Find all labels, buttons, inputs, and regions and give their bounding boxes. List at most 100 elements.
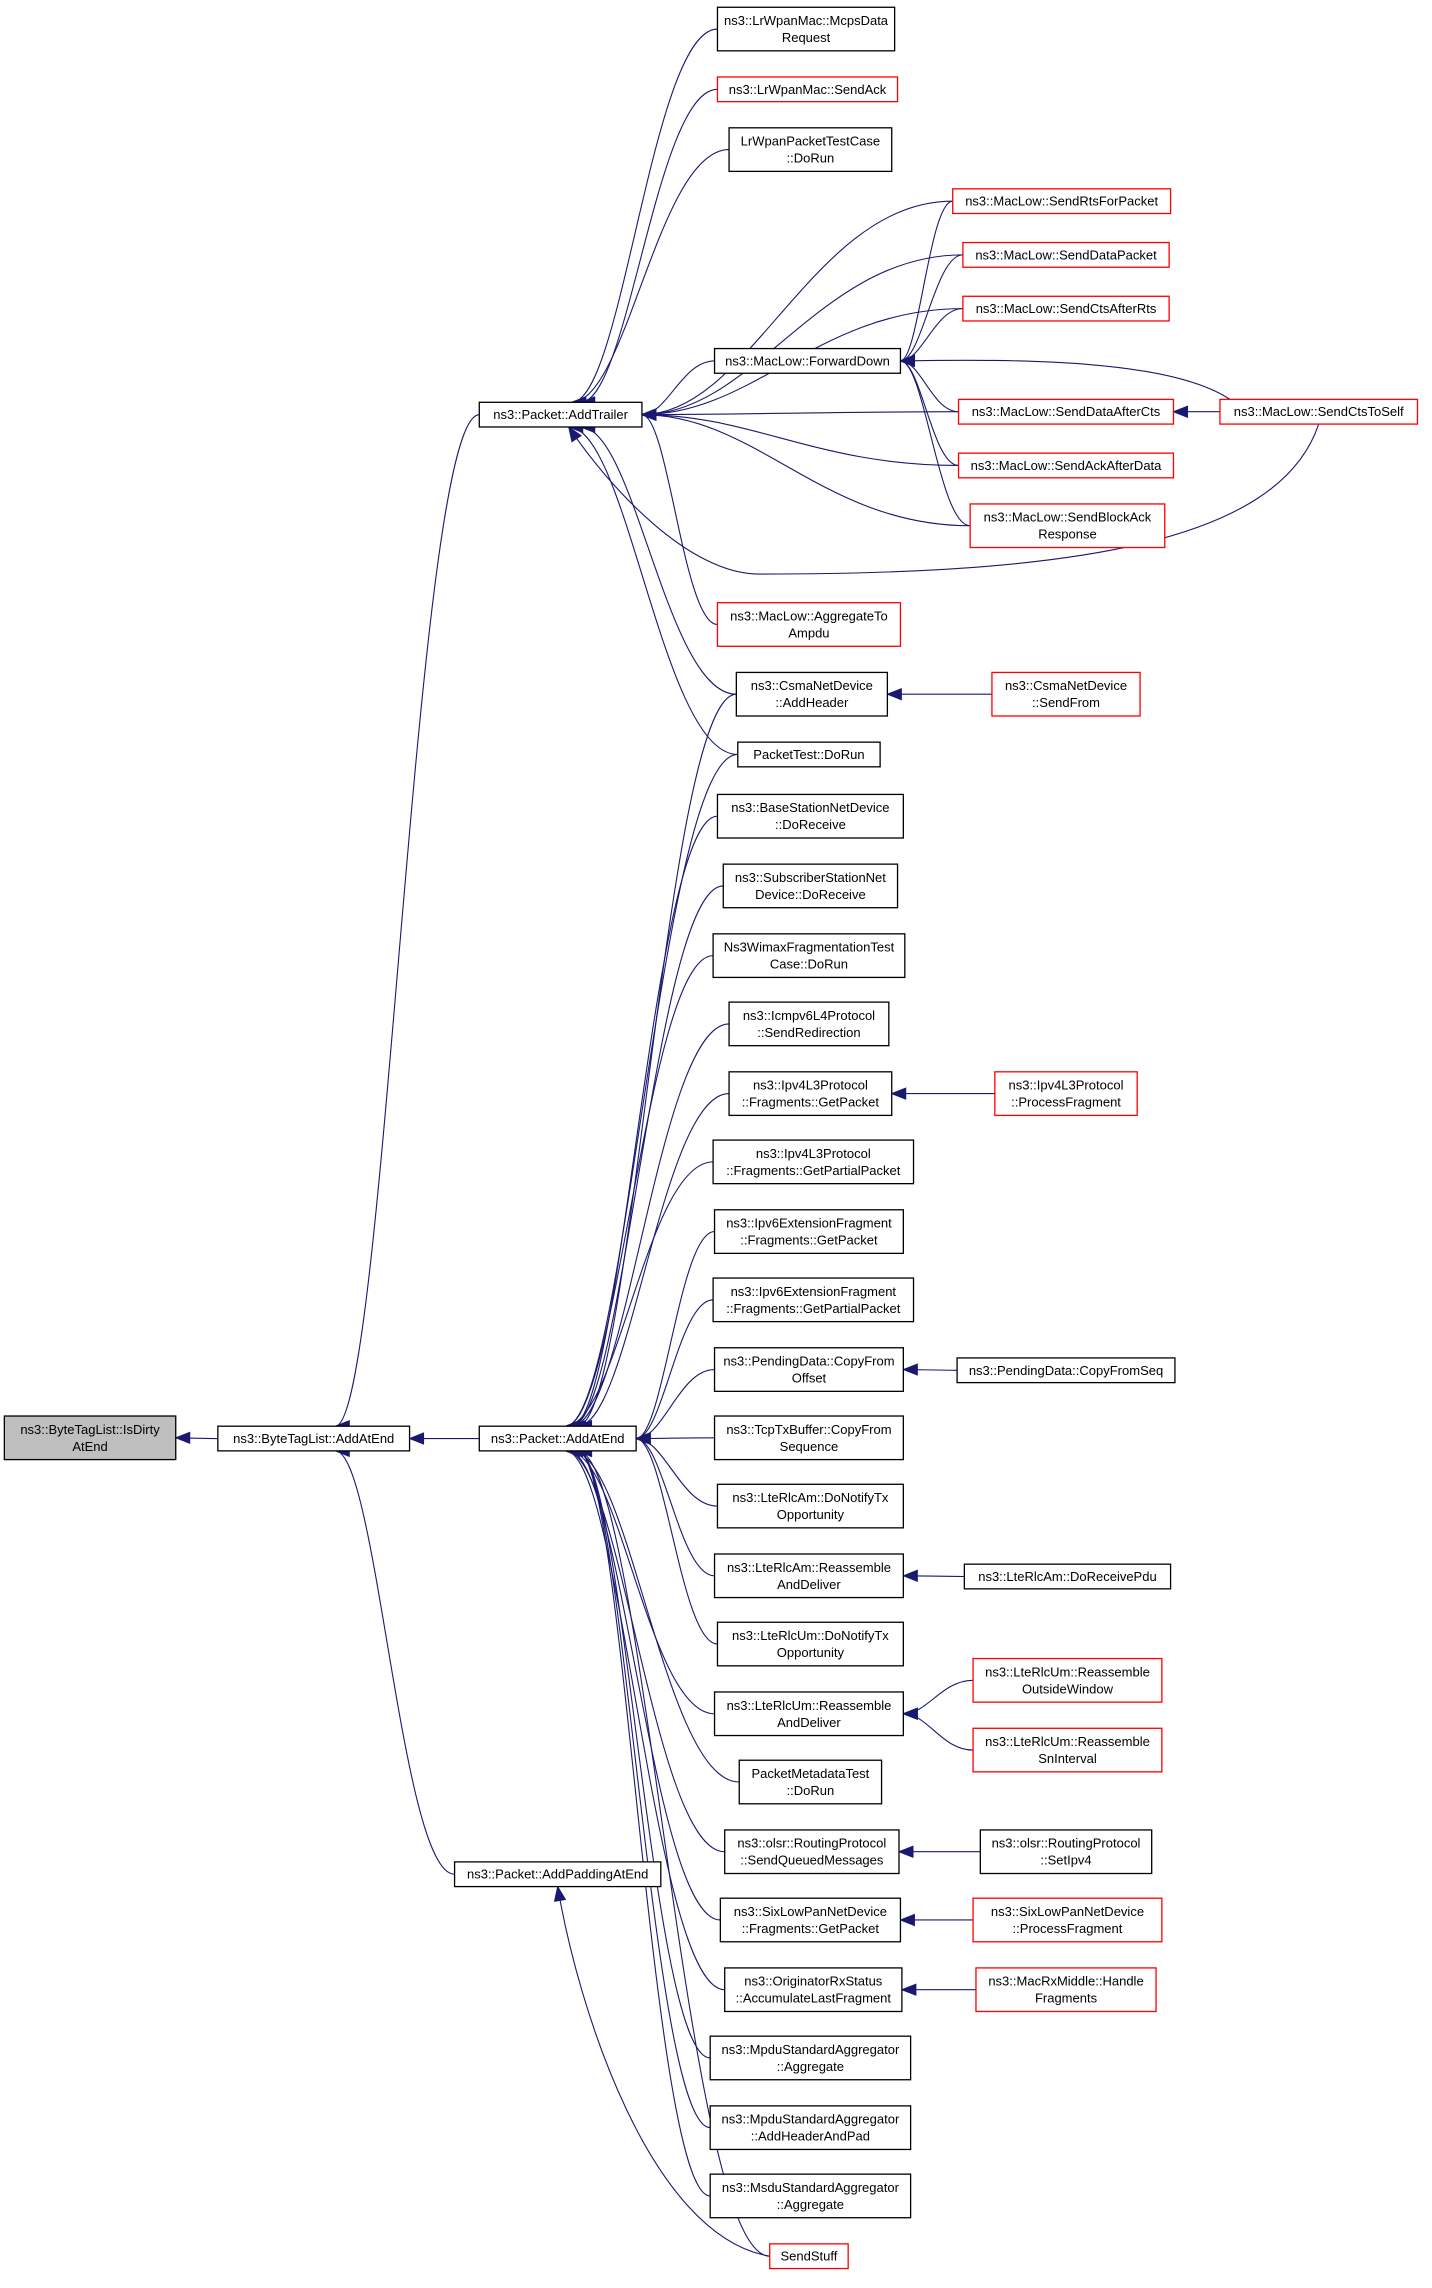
edge-line [577, 1093, 730, 1427]
node-ipv4-getpartial[interactable]: ns3::Ipv4L3Protocol::Fragments::GetParti… [712, 1139, 915, 1185]
edge-arrowhead [901, 1707, 918, 1720]
node-box [963, 1563, 1172, 1590]
node-label: ns3::SubscriberStationNet [735, 870, 886, 885]
node-mpdu-aggregate[interactable]: ns3::MpduStandardAggregator::Aggregate [709, 2035, 912, 2081]
node-mpdu-addheader[interactable]: ns3::MpduStandardAggregator::AddHeaderAn… [709, 2105, 912, 2151]
node-box [712, 1139, 915, 1185]
call-edge [564, 955, 714, 1433]
node-maclow-ctstoself[interactable]: ns3::MacLow::SendCtsToSelf [1219, 398, 1419, 425]
call-edge [634, 1299, 714, 1445]
node-maclow-ackafterdata[interactable]: ns3::MacLow::SendAckAfterData [957, 452, 1175, 479]
node-olsr-sendqueued[interactable]: ns3::olsr::RoutingProtocol::SendQueuedMe… [724, 1829, 900, 1875]
node-ipv6-getpacket[interactable]: ns3::Ipv6ExtensionFragment::Fragments::G… [713, 1209, 905, 1255]
node-label: ::ProcessFragment [1011, 1095, 1121, 1110]
node-label: ::DoRun [787, 151, 835, 166]
node-orig-accum[interactable]: ns3::OriginatorRxStatus::AccumulateLastF… [724, 1967, 903, 2013]
node-maclow-data[interactable]: ns3::MacLow::SendDataPacket [962, 241, 1170, 268]
node-msdu-aggregate[interactable]: ns3::MsduStandardAggregator::Aggregate [709, 2173, 912, 2219]
node-csma-sendfrom[interactable]: ns3::CsmaNetDevice::SendFrom [991, 671, 1141, 717]
node-ipv4-getpacket[interactable]: ns3::Ipv4L3Protocol::Fragments::GetPacke… [728, 1071, 893, 1117]
node-sendstuff[interactable]: SendStuff [769, 2243, 849, 2270]
node-box [478, 401, 643, 428]
node-bs-doreceive[interactable]: ns3::BaseStationNetDevice::DoReceive [716, 793, 905, 839]
node-label: Device::DoReceive [755, 887, 866, 902]
node-ipv6-getpartial[interactable]: ns3::Ipv6ExtensionFragment::Fragments::G… [712, 1277, 915, 1323]
node-box [737, 741, 881, 768]
edge-arrowhead [899, 1913, 915, 1927]
node-box [735, 671, 889, 717]
call-edge [553, 1885, 770, 2257]
call-edge [901, 1363, 958, 1376]
node-label: Offset [792, 1371, 827, 1386]
node-label: Response [1038, 527, 1097, 542]
edge-line [900, 200, 953, 362]
node-box [722, 863, 899, 909]
node-rlcam-receivepdu[interactable]: ns3::LteRlcAm::DoReceivePdu [963, 1563, 1172, 1590]
node-label: ns3::MsduStandardAggregator [722, 2180, 900, 2195]
call-edge [567, 1444, 721, 1921]
node-csma-addheader[interactable]: ns3::CsmaNetDevice::AddHeader [735, 671, 889, 717]
node-sixlow-procfrag[interactable]: ns3::SixLowPanNetDevice::ProcessFragment [972, 1897, 1163, 1943]
node-box [709, 2173, 912, 2219]
node-icmpv6-redir[interactable]: ns3::Icmpv6L4Protocol::SendRedirection [728, 1001, 890, 1047]
node-label: ns3::LteRlcUm::DoNotifyTx [732, 1628, 889, 1643]
node-lrwpan-test[interactable]: LrWpanPacketTestCase::DoRun [728, 127, 893, 173]
node-pending-copyseq[interactable]: ns3::PendingData::CopyFromSeq [956, 1357, 1176, 1384]
node-label: ns3::LteRlcUm::Reassemble [985, 1664, 1150, 1679]
edge-line [636, 1437, 715, 1577]
node-pktmeta-test[interactable]: PacketMetadataTest::DoRun [738, 1759, 883, 1805]
call-edge [640, 200, 953, 421]
node-label: ns3::olsr::RoutingProtocol [992, 1836, 1141, 1851]
node-label: ns3::MacLow::SendRtsForPacket [965, 194, 1158, 209]
call-edge [408, 1432, 480, 1445]
node-maclow-rts[interactable]: ns3::MacLow::SendRtsForPacket [952, 188, 1172, 215]
node-box [713, 1347, 905, 1392]
node-label: ns3::TcpTxBuffer::CopyFrom [726, 1422, 891, 1437]
node-pkt-addatend[interactable]: ns3::Packet::AddAtEnd [478, 1425, 637, 1452]
node-label: ns3::Ipv4L3Protocol [1009, 1078, 1124, 1093]
edge-line [900, 308, 963, 362]
call-edge [333, 414, 480, 1433]
call-edge [899, 1913, 974, 1927]
node-label: ns3::Packet::AddAtEnd [491, 1431, 625, 1446]
node-pkt-addpadding[interactable]: ns3::Packet::AddPaddingAtEnd [453, 1861, 662, 1888]
call-edge [886, 687, 992, 701]
node-ss-doreceive[interactable]: ns3::SubscriberStationNetDevice::DoRecei… [722, 863, 899, 909]
node-packettest[interactable]: PacketTest::DoRun [737, 741, 881, 768]
node-olsr-setipv4[interactable]: ns3::olsr::RoutingProtocol::SetIpv4 [979, 1829, 1153, 1875]
call-edge [576, 1444, 711, 2197]
node-lrwpan-sendack[interactable]: ns3::LrWpanMac::SendAck [716, 76, 899, 103]
call-edge [899, 354, 959, 467]
edge-line [635, 1231, 715, 1440]
node-box [728, 1001, 890, 1047]
node-label: ::Fragments::GetPartialPacket [726, 1163, 901, 1178]
node-maclow-ctsafterrts[interactable]: ns3::MacLow::SendCtsAfterRts [962, 295, 1170, 322]
edge-line [580, 426, 737, 695]
node-maclow-fwd[interactable]: ns3::MacLow::ForwardDown [713, 347, 902, 374]
node-label: Opportunity [777, 1507, 845, 1522]
node-maclow-dataaftercts[interactable]: ns3::MacLow::SendDataAfterCts [957, 398, 1175, 425]
node-pkt-addtrailer[interactable]: ns3::Packet::AddTrailer [478, 401, 643, 428]
node-sixlow-getpacket[interactable]: ns3::SixLowPanNetDevice::Fragments::GetP… [719, 1897, 902, 1943]
call-edge [567, 423, 1320, 575]
node-box [713, 1209, 905, 1255]
node-box [1219, 398, 1419, 425]
node-ipv4-procfrag[interactable]: ns3::Ipv4L3Protocol::ProcessFragment [994, 1071, 1138, 1117]
node-btl-addatend[interactable]: ns3::ByteTagList::AddAtEnd [217, 1425, 411, 1452]
edge-line [900, 254, 963, 362]
